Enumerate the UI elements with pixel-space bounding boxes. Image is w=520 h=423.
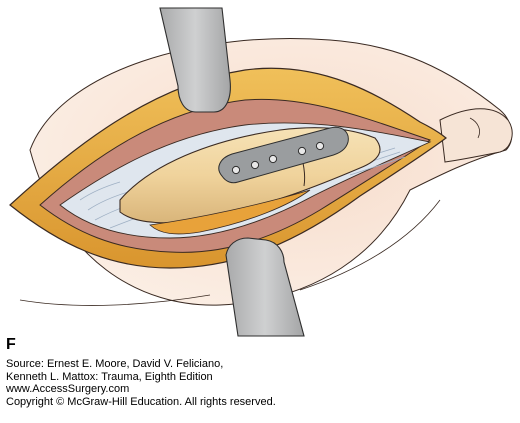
bone-plate <box>218 126 349 184</box>
source-line-copyright: Copyright © McGraw-Hill Education. All r… <box>6 395 276 408</box>
hand <box>439 108 513 163</box>
source-line-title: Kenneth L. Mattox: Trauma, Eighth Editio… <box>6 370 213 383</box>
panel-label: F <box>6 336 16 353</box>
source-citation: Source: Ernest E. Moore, David V. Felici… <box>6 358 514 408</box>
surgical-illustration <box>9 7 513 337</box>
source-line-authors: Source: Ernest E. Moore, David V. Felici… <box>6 358 224 370</box>
lower-retractor <box>225 237 305 337</box>
plate-screws <box>231 141 325 175</box>
lower-fat-strip <box>149 189 311 235</box>
upper-retractor <box>159 7 231 113</box>
source-line-url[interactable]: www.AccessSurgery.com <box>6 383 130 395</box>
